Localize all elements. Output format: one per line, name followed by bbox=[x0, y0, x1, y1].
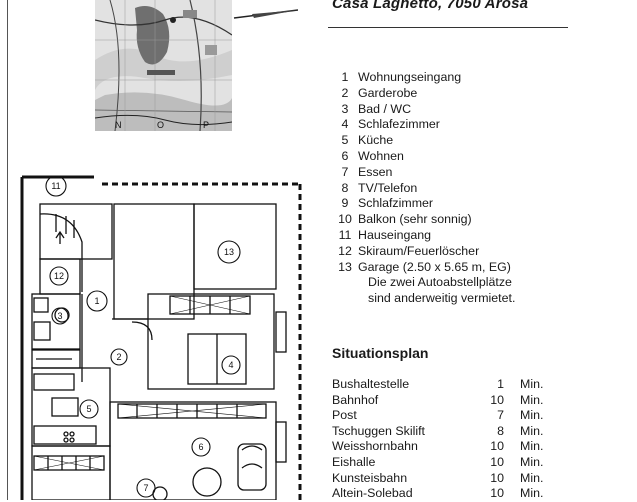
plan-label-6: 6 bbox=[198, 442, 203, 452]
legend-item: 13 Garage (2.50 x 5.65 m, EG) bbox=[332, 260, 515, 276]
legend-note-line: Die zwei Autoabstellplätze bbox=[368, 275, 512, 290]
plan-label-11: 11 bbox=[51, 181, 60, 191]
legend-number: 3 bbox=[341, 101, 349, 116]
plan-label-5: 5 bbox=[86, 404, 91, 414]
legend-item: 7 Essen bbox=[332, 165, 515, 181]
place-name: Kunsteisbahn bbox=[332, 470, 408, 485]
place-name: Tschuggen Skilift bbox=[332, 423, 425, 438]
legend-item: 11 Hauseingang bbox=[332, 228, 515, 244]
legend-number: 1 bbox=[341, 70, 349, 84]
plan-label-12: 12 bbox=[54, 271, 64, 281]
minutes-value: 10 bbox=[490, 439, 504, 454]
legend-number: 5 bbox=[341, 133, 349, 148]
legend-label: Wohnen bbox=[358, 148, 404, 163]
legend-number: 13 bbox=[338, 259, 352, 274]
place-name: Altein-Solebad bbox=[332, 486, 413, 501]
legend-note-line: sind anderweitig vermietet. bbox=[368, 291, 516, 306]
plan-label-1: 1 bbox=[94, 296, 99, 306]
map-letter-n: N bbox=[115, 120, 122, 130]
minutes-unit: Min. bbox=[520, 377, 544, 391]
legend-label: Garderobe bbox=[358, 85, 418, 100]
minutes-value: 10 bbox=[490, 470, 504, 485]
map-letter-p: P bbox=[203, 120, 209, 130]
situation-row: Bahnhof 10 Min. bbox=[332, 393, 543, 409]
legend-label: Balkon (sehr sonnig) bbox=[358, 212, 472, 227]
page-edge-line bbox=[0, 0, 8, 500]
legend-label: Schlafzimmer bbox=[358, 196, 434, 211]
plan-label-4: 4 bbox=[228, 360, 233, 370]
minutes-value: 7 bbox=[497, 408, 504, 423]
minutes-value: 8 bbox=[497, 423, 504, 438]
legend-number: 9 bbox=[341, 196, 349, 211]
place-name: Bahnhof bbox=[332, 392, 379, 407]
legend-label: Skiraum/Feuerlöscher bbox=[358, 243, 480, 258]
situation-row: Kunsteisbahn 10 Min. bbox=[332, 471, 543, 487]
legend-item: 10 Balkon (sehr sonnig) bbox=[332, 212, 515, 228]
situation-row: Bushaltestelle 1 Min. bbox=[332, 377, 543, 393]
legend-label: Bad / WC bbox=[358, 101, 412, 116]
minutes-unit: Min. bbox=[520, 486, 544, 501]
plan-label-2: 2 bbox=[116, 352, 121, 362]
minutes-value: 10 bbox=[490, 392, 504, 407]
situation-title: Situationsplan bbox=[332, 345, 429, 361]
legend-number: 4 bbox=[341, 117, 349, 132]
legend-number: 12 bbox=[338, 243, 352, 258]
legend-label: Garage (2.50 x 5.65 m, EG) bbox=[358, 259, 511, 274]
legend-item: 4 Schlafezimmer bbox=[332, 117, 515, 133]
legend-item: 12 Skiraum/Feuerlöscher bbox=[332, 244, 515, 260]
map-drawing: N O P bbox=[95, 0, 232, 131]
legend-label: Hauseingang bbox=[358, 227, 432, 242]
legend-number: 2 bbox=[341, 85, 349, 100]
place-name: Bushaltestelle bbox=[332, 377, 410, 391]
legend-number: 7 bbox=[341, 164, 349, 179]
situation-row: Altein-Solebad 10 Min. bbox=[332, 486, 543, 502]
header-divider bbox=[328, 27, 568, 28]
legend-item: 1 Wohnungseingang bbox=[332, 70, 515, 86]
minutes-unit: Min. bbox=[520, 454, 544, 469]
minutes-unit: Min. bbox=[520, 392, 544, 407]
minutes-value: 1 bbox=[497, 377, 504, 391]
situation-row: Tschuggen Skilift 8 Min. bbox=[332, 424, 543, 440]
minutes-unit: Min. bbox=[520, 423, 544, 438]
legend-number: 11 bbox=[338, 227, 352, 242]
legend-label: TV/Telefon bbox=[358, 180, 418, 195]
minutes-unit: Min. bbox=[520, 408, 544, 423]
situation-row: Weisshornbahn 10 Min. bbox=[332, 439, 543, 455]
situation-row: Post 7 Min. bbox=[332, 408, 543, 424]
place-name: Post bbox=[332, 408, 357, 423]
situation-row: Eishalle 10 Min. bbox=[332, 455, 543, 471]
address-title: Casa Laghetto, 7050 Arosa bbox=[332, 0, 529, 12]
legend-number: 8 bbox=[341, 180, 349, 195]
legend-item: 2 Garderobe bbox=[332, 86, 515, 102]
minutes-value: 10 bbox=[490, 454, 504, 469]
legend-item: 5 Küche bbox=[332, 133, 515, 149]
minutes-unit: Min. bbox=[520, 470, 544, 485]
legend-number: 10 bbox=[338, 212, 352, 227]
legend-item: 6 Wohnen bbox=[332, 149, 515, 165]
minutes-value: 10 bbox=[490, 486, 504, 501]
minutes-unit: Min. bbox=[520, 439, 544, 454]
floor-plan: 11 1 2 3 4 5 6 7 12 13 bbox=[20, 175, 302, 500]
legend-label: Küche bbox=[358, 133, 394, 148]
legend-item: 8 TV/Telefon bbox=[332, 181, 515, 197]
legend-item: 9 Schlafzimmer bbox=[332, 196, 515, 212]
plan-circle bbox=[45, 175, 67, 197]
legend-label: Essen bbox=[358, 164, 393, 179]
legend-label: Schlafezimmer bbox=[358, 117, 440, 132]
legend-item: 3 Bad / WC bbox=[332, 102, 515, 118]
legend-number: 6 bbox=[341, 148, 349, 163]
plan-label-13: 13 bbox=[224, 247, 234, 257]
place-name: Eishalle bbox=[332, 454, 376, 469]
location-map: N O P bbox=[95, 0, 232, 131]
place-name: Weisshornbahn bbox=[332, 439, 418, 454]
map-letter-o: O bbox=[157, 120, 164, 130]
legend-label: Wohnungseingang bbox=[358, 70, 462, 84]
plan-label-3: 3 bbox=[57, 311, 62, 321]
plan-label-7: 7 bbox=[143, 483, 148, 493]
pointer-arrow-icon bbox=[233, 9, 298, 19]
